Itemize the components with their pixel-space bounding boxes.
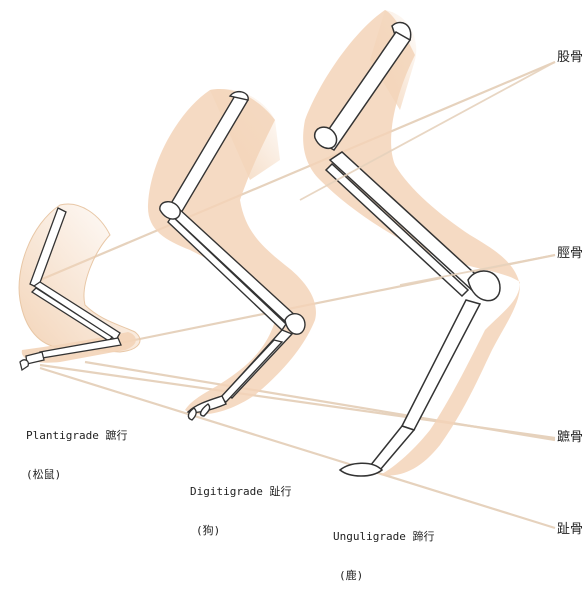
label-digitigrade: Digitigrade 趾行 (狗) [190, 459, 291, 550]
label-tibia: 脛骨 [557, 242, 583, 261]
digitigrade-animal: (狗) [190, 524, 291, 537]
plantigrade-leg [19, 204, 140, 370]
unguligrade-name: Unguligrade 蹄行 [333, 530, 434, 543]
unguligrade-animal: (鹿) [333, 569, 434, 582]
plantigrade-name: Plantigrade 蹠行 [26, 429, 127, 442]
digitigrade-name: Digitigrade 趾行 [190, 485, 291, 498]
label-metatarsal: 蹠骨 [557, 426, 583, 445]
label-unguligrade: Unguligrade 蹄行 (鹿) [333, 504, 434, 595]
unguligrade-tibia [330, 152, 484, 292]
label-phalanx: 趾骨 [557, 518, 583, 537]
label-plantigrade: Plantigrade 蹠行 (松鼠) [26, 403, 127, 494]
digitigrade-leg [148, 89, 316, 420]
unguligrade-hoof [340, 463, 382, 476]
label-femur: 股骨 [557, 46, 583, 65]
plantigrade-animal: (松鼠) [26, 468, 127, 481]
